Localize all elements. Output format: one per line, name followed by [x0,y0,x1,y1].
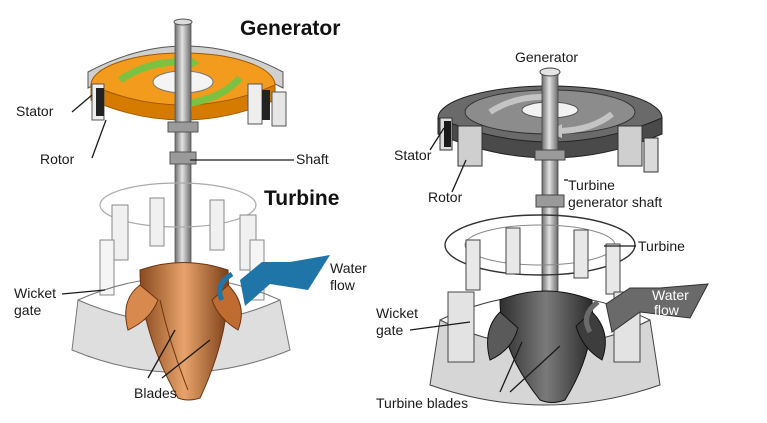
gray-wicket-gate-label-line2: gate [376,322,403,338]
color-shaft [167,18,199,343]
color-leader-lines [61,94,294,379]
gray-water-flow-label-line2: flow [654,302,680,318]
gray-diagram: Generator Stator Rotor Turbine generator… [376,49,709,411]
turbine-title: Turbine [264,187,339,210]
color-stator-windings [91,83,287,127]
wicket-gate-label-line1: Wicket [14,285,56,301]
gray-shaft-label-line1: Turbine [568,177,615,193]
water-flow-label-line1: Water [330,260,367,276]
gray-turbine-label: Turbine [638,238,685,254]
rotation-arrow-icon [559,111,614,134]
stator-label: Stator [16,103,54,119]
gray-rotor-label: Rotor [428,189,463,205]
water-flow-label-line2: flow [330,277,356,293]
color-water-flow [217,255,330,306]
gray-shaft [534,67,566,323]
gray-blades-label: Turbine blades [376,395,468,411]
rotor-label: Rotor [40,151,75,167]
gray-water-flow-label-line1: Water [652,287,689,303]
gray-water-flow [583,283,709,334]
gray-stator-label: Stator [394,147,432,163]
water-flow-arrow-icon [240,255,330,306]
gray-leader-lines [409,127,636,393]
shaft-label: Shaft [296,151,329,167]
rotation-arrow-icon [488,93,546,115]
generator-title: Generator [240,17,340,40]
gray-wicket-gate-label-line1: Wicket [376,305,418,321]
wicket-gate-label-line2: gate [14,302,41,318]
gray-generator-label: Generator [515,49,578,65]
blades-label: Blades [134,385,177,401]
water-flow-arrow-icon [605,283,709,333]
color-diagram: Generator Turbine Stator Rotor Shaft Wat… [14,17,367,401]
color-runner [125,262,242,401]
gray-shaft-label-line2: generator shaft [568,194,662,210]
rotation-arrow-icon [189,75,243,107]
gray-stator-windings [439,117,659,173]
gray-runner [487,290,606,403]
